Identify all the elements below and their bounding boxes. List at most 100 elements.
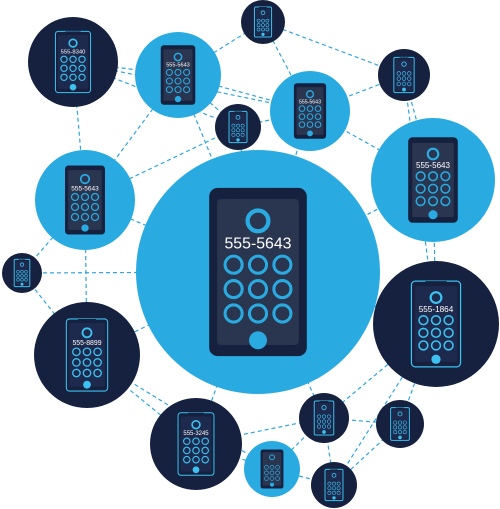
- keypad-key: [443, 315, 454, 326]
- keypad-key: [90, 192, 100, 202]
- phone-notch: [303, 83, 317, 86]
- keypad-key: [183, 86, 191, 94]
- contact-icon: [331, 473, 337, 478]
- phone-number: 555-5643: [71, 185, 99, 192]
- keypad-key: [90, 212, 100, 222]
- keypad-key: [60, 73, 68, 82]
- hub-phone-node: 555-5643: [136, 150, 380, 394]
- keypad-key: [174, 77, 182, 85]
- keypad-key: [316, 414, 322, 419]
- phone-node: 555-5643: [371, 118, 495, 242]
- phone-notch: [399, 57, 409, 59]
- keypad-key: [427, 183, 439, 194]
- keypad-key: [326, 414, 332, 419]
- keypad-key: [240, 128, 245, 133]
- keypad-key: [20, 278, 24, 282]
- keypad-key: [183, 437, 191, 446]
- keypad-key: [82, 368, 92, 378]
- keypad-key: [275, 470, 280, 476]
- keypad-key: [443, 327, 454, 339]
- keypad-key: [69, 64, 77, 73]
- keypad-key: [90, 202, 100, 212]
- phone-notch: [188, 412, 204, 415]
- contact-icon: [397, 411, 403, 417]
- keypad-key: [430, 340, 442, 351]
- keypad-key: [398, 430, 402, 435]
- keypad-key: [201, 446, 209, 455]
- keypad-key: [269, 465, 275, 470]
- keypad-key: [70, 212, 80, 222]
- call-button-icon: [192, 466, 200, 474]
- keypad-key: [82, 358, 92, 367]
- keypad-key: [401, 81, 407, 86]
- keypad-key: [332, 490, 336, 495]
- keypad-key: [261, 23, 265, 27]
- phone-notch: [237, 189, 279, 195]
- keypad-key: [430, 315, 442, 326]
- keypad-key: [327, 481, 332, 486]
- keypad-key: [314, 121, 322, 128]
- keypad-key: [20, 274, 24, 278]
- phone-notch: [77, 318, 97, 322]
- keypad-key: [70, 192, 80, 202]
- keypad-key: [165, 86, 173, 94]
- keypad-key: [223, 279, 244, 300]
- keypad-key: [402, 430, 407, 435]
- keypad-key: [269, 470, 275, 476]
- contact-icon: [401, 61, 407, 67]
- keypad-key: [316, 419, 322, 424]
- keypad-key: [321, 424, 327, 429]
- phone-number: 555-8340: [61, 49, 86, 55]
- keypad-key: [247, 279, 269, 300]
- phone-notch: [65, 31, 81, 34]
- keypad-key: [93, 368, 102, 378]
- phone-notch: [395, 407, 405, 409]
- phone-number: 555-5643: [416, 161, 451, 170]
- phone-node: [299, 393, 349, 443]
- call-button-icon: [69, 83, 77, 91]
- keypad-key: [69, 73, 77, 82]
- keypad-key: [72, 347, 81, 357]
- contact-icon: [235, 115, 241, 120]
- keypad-key: [398, 425, 402, 430]
- phone-notch: [319, 401, 329, 403]
- keypad-key: [192, 455, 200, 464]
- keypad-key: [418, 327, 429, 339]
- keypad-key: [393, 420, 398, 425]
- keypad-key: [269, 476, 275, 481]
- keypad-key: [93, 358, 102, 367]
- call-button-icon: [322, 430, 326, 434]
- keypad-key: [396, 71, 401, 76]
- keypad-key: [80, 202, 90, 212]
- phone-node: [2, 253, 42, 293]
- keypad-key: [275, 476, 280, 481]
- keypad-key: [321, 414, 327, 419]
- keypad-key: [192, 437, 200, 446]
- phone-number: 555-5643: [166, 63, 190, 69]
- phone-notch: [76, 166, 94, 169]
- keypad-key: [264, 465, 269, 470]
- keypad-key: [327, 490, 332, 495]
- call-button-icon: [398, 435, 402, 440]
- keypad-key: [240, 123, 245, 128]
- keypad-key: [326, 424, 332, 429]
- call-button-icon: [307, 130, 313, 137]
- keypad-key: [16, 278, 20, 282]
- keypad-key: [78, 55, 86, 64]
- keypad-key: [183, 68, 191, 76]
- keypad-key: [418, 340, 429, 351]
- keypad-key: [16, 274, 20, 278]
- call-button-icon: [249, 331, 267, 350]
- keypad-key: [265, 18, 270, 23]
- keypad-key: [78, 73, 86, 82]
- keypad-key: [78, 64, 86, 73]
- contact-icon: [173, 52, 183, 62]
- keypad-key: [80, 212, 90, 222]
- phone-node: 555-3245: [150, 398, 242, 490]
- phone-node: 555-5643: [35, 150, 135, 250]
- keypad-key: [272, 279, 293, 300]
- keypad-key: [407, 71, 412, 76]
- phone-number: 555-5643: [299, 99, 321, 105]
